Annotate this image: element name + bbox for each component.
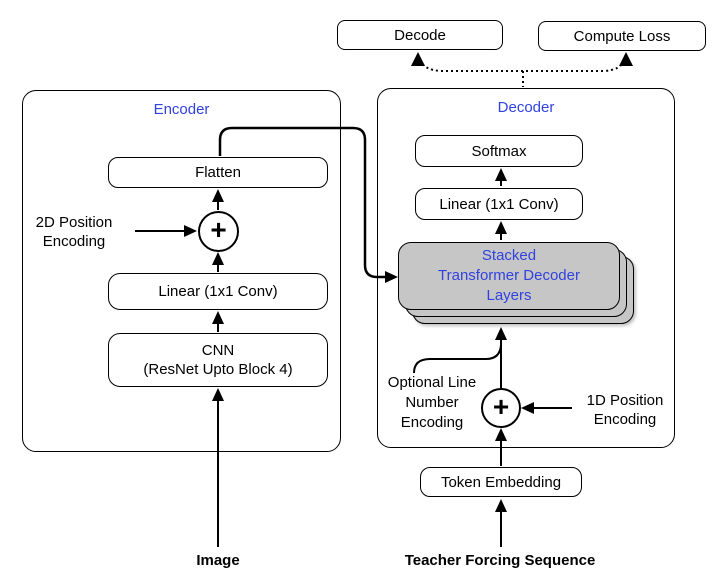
softmax-label: Softmax bbox=[471, 142, 527, 160]
decoder-add-node: + bbox=[481, 388, 521, 428]
teacher-forcing-sequence-label: Teacher Forcing Sequence bbox=[404, 552, 596, 569]
arrowhead bbox=[385, 271, 398, 283]
encoder-linear-box: Linear (1x1 Conv) bbox=[108, 273, 328, 310]
compute-loss-box: Compute Loss bbox=[538, 21, 706, 51]
arrowhead bbox=[495, 327, 507, 340]
arrowhead bbox=[495, 168, 507, 181]
1d-position-encoding-label: 1D Position Encoding bbox=[586, 392, 664, 428]
compute-loss-label: Compute Loss bbox=[573, 27, 671, 45]
plus-icon: + bbox=[492, 390, 510, 422]
encoder-container bbox=[22, 90, 341, 452]
arrowhead bbox=[619, 52, 633, 66]
stacked-transformer-decoder-layers-box: Stacked Transformer Decoder Layers bbox=[398, 242, 620, 310]
arrowhead bbox=[212, 189, 224, 202]
arrowhead bbox=[495, 428, 507, 441]
dotted-output-branch bbox=[419, 59, 625, 87]
arrowhead bbox=[212, 252, 224, 265]
decoder-title: Decoder bbox=[497, 99, 555, 116]
arrowhead bbox=[495, 499, 507, 512]
token-embedding-box: Token Embedding bbox=[420, 467, 582, 497]
2d-position-encoding-label: 2D Position Encoding bbox=[35, 214, 113, 250]
dotted-branch-path bbox=[419, 59, 625, 72]
cnn-box: CNN (ResNet Upto Block 4) bbox=[108, 333, 328, 387]
flatten-to-decoder-connector bbox=[218, 126, 386, 279]
flatten-box: Flatten bbox=[108, 157, 328, 188]
arrowhead bbox=[411, 52, 425, 66]
arrowhead bbox=[184, 225, 197, 237]
stacked-transformer-label: Stacked Transformer Decoder Layers bbox=[438, 247, 580, 304]
decoder-container bbox=[377, 88, 675, 448]
token-embedding-label: Token Embedding bbox=[440, 473, 562, 491]
encoder-title: Encoder bbox=[153, 101, 210, 118]
optional-encoding-connector bbox=[413, 344, 502, 374]
arrowhead bbox=[212, 311, 224, 324]
decode-box: Decode bbox=[337, 20, 503, 50]
decoder-linear-label: Linear (1x1 Conv) bbox=[439, 195, 559, 213]
encoder-add-node: + bbox=[198, 211, 239, 252]
image-input-label: Image bbox=[196, 552, 240, 569]
encoder-linear-label: Linear (1x1 Conv) bbox=[158, 283, 278, 300]
flatten-label: Flatten bbox=[195, 164, 241, 181]
arrowhead bbox=[495, 221, 507, 234]
arrowhead bbox=[521, 402, 534, 414]
softmax-box: Softmax bbox=[415, 135, 583, 167]
decode-label: Decode bbox=[394, 26, 446, 44]
plus-icon: + bbox=[210, 214, 227, 245]
optional-line-number-encoding-label: Optional Line Number Encoding bbox=[387, 374, 477, 431]
decoder-linear-box: Linear (1x1 Conv) bbox=[415, 188, 583, 220]
cnn-label: CNN (ResNet Upto Block 4) bbox=[143, 342, 293, 378]
arrowhead bbox=[212, 388, 224, 401]
